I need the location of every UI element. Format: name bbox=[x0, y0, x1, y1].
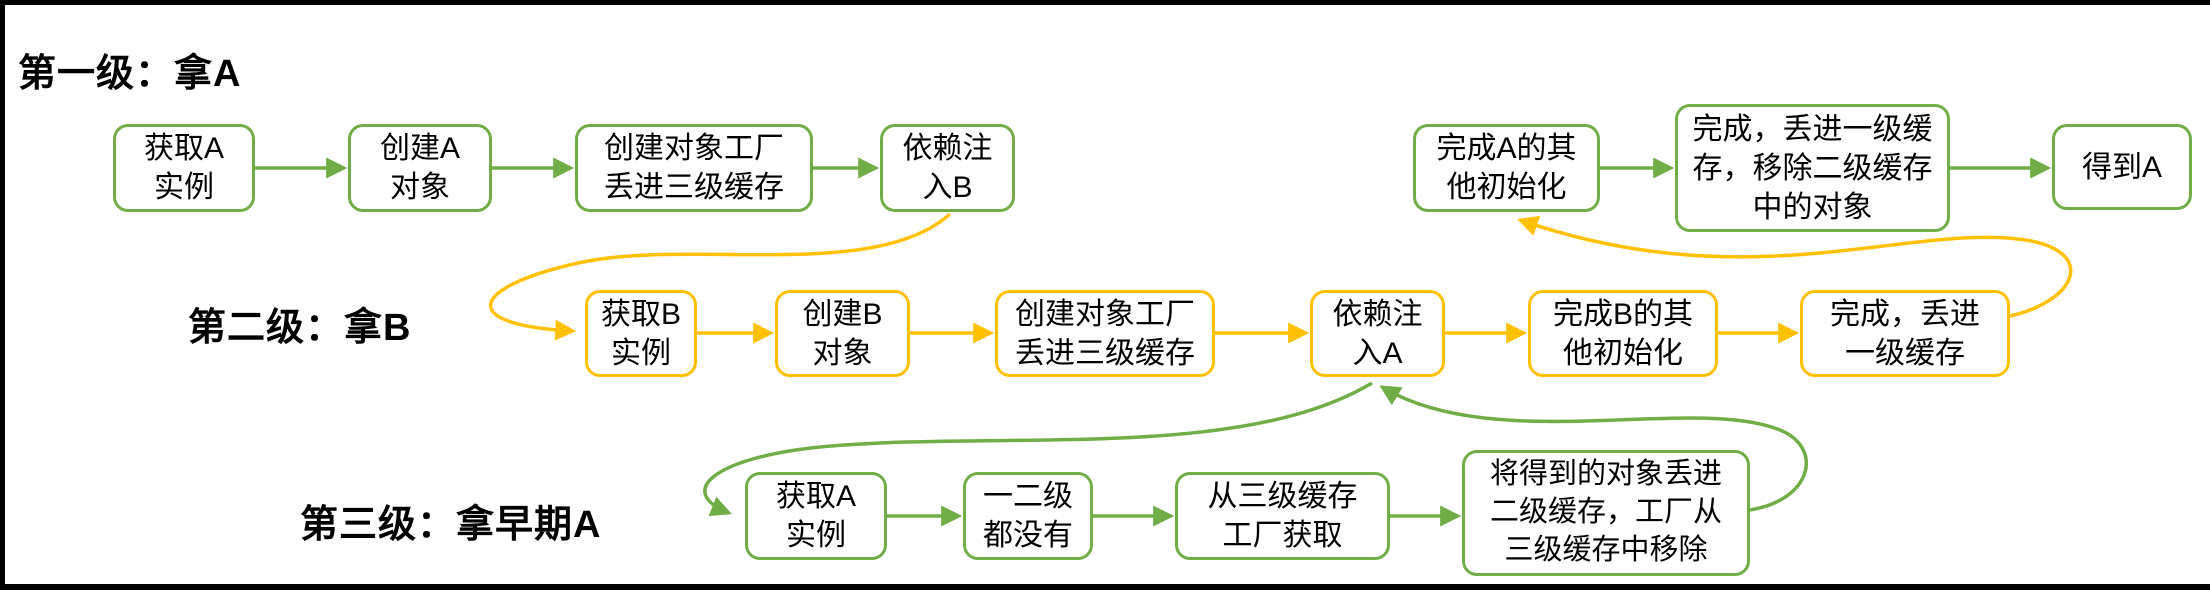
box-l1-got-a: 得到A bbox=[2052, 124, 2192, 210]
connector-inject-a-to-get-early-a bbox=[703, 381, 1373, 517]
box-l2-get-b-instance: 获取B 实例 bbox=[585, 290, 697, 377]
box-l1-done-into-l1-cache: 完成，丢进一级缓 存，移除二级缓存 中的对象 bbox=[1675, 104, 1950, 232]
box-l1-factory-into-l3-cache: 创建对象工厂 丢进三级缓存 bbox=[575, 124, 813, 212]
box-l3-move-to-l2-cache: 将得到的对象丢进 二级缓存，工厂从 三级缓存中移除 bbox=[1462, 450, 1750, 576]
box-l1-finish-a-init: 完成A的其 他初始化 bbox=[1413, 124, 1600, 212]
box-l1-inject-b: 依赖注 入B bbox=[880, 124, 1015, 212]
box-l3-get-a-instance: 获取A 实例 bbox=[745, 472, 887, 560]
box-l2-factory-into-l3-cache: 创建对象工厂 丢进三级缓存 bbox=[995, 290, 1215, 377]
frame-border-bottom bbox=[0, 584, 2210, 590]
connector-inject-b-to-get-b bbox=[488, 212, 952, 341]
box-l2-done-into-l1-cache: 完成，丢进 一级缓存 bbox=[1800, 290, 2010, 377]
box-l2-inject-a: 依赖注 入A bbox=[1310, 290, 1445, 377]
box-l3-get-from-l3-factory: 从三级缓存 工厂获取 bbox=[1175, 472, 1390, 560]
level1-title: 第一级：拿A bbox=[18, 53, 242, 95]
level3-title: 第三级：拿早期A bbox=[300, 504, 602, 546]
box-l2-create-b-object: 创建B 对象 bbox=[775, 290, 910, 377]
box-l3-not-in-l1-l2: 一二级 都没有 bbox=[963, 472, 1093, 560]
level2-title: 第二级：拿B bbox=[188, 307, 412, 349]
frame-border-left bbox=[0, 0, 5, 590]
frame-border-top bbox=[0, 0, 2210, 5]
connector-b-done-to-finish-a bbox=[1517, 215, 2073, 318]
box-l1-create-a-object: 创建A 对象 bbox=[348, 124, 492, 212]
box-l1-get-a-instance: 获取A 实例 bbox=[113, 124, 255, 212]
box-l2-finish-b-init: 完成B的其 他初始化 bbox=[1528, 290, 1718, 377]
connector-early-a-back-to-inject-a bbox=[1379, 385, 1809, 512]
